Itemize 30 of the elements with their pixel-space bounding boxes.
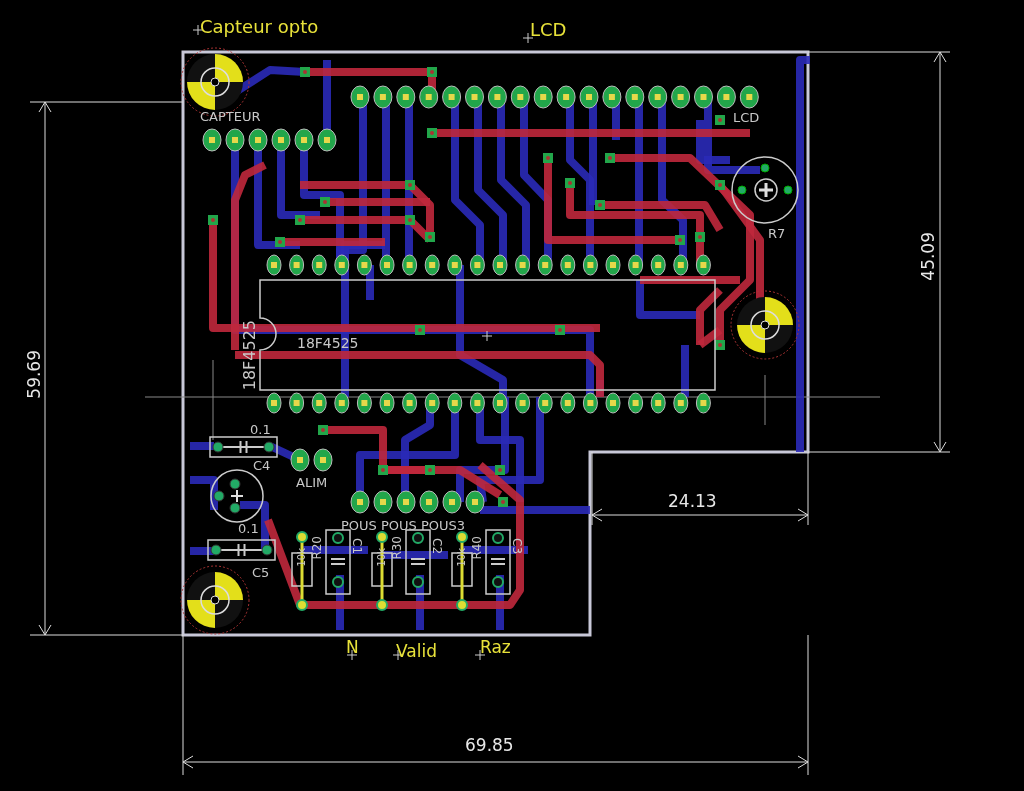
component-label: POUS3 (421, 519, 466, 532)
dimension-value: 45.09 (919, 232, 937, 281)
button-label: N (346, 639, 359, 656)
component-label: CAPTEUR (200, 110, 261, 123)
component-label: C3 (511, 538, 523, 554)
component-label: LCD (733, 111, 760, 124)
value-label: 10k (377, 548, 387, 567)
component-label: Capteur opto (200, 18, 319, 36)
component-label: C4 (253, 459, 271, 472)
chip-label: 18F4525 (242, 320, 258, 391)
value-label: 10k (457, 548, 467, 567)
button-label: Raz (480, 639, 511, 656)
value-label: 0.1 (238, 522, 259, 535)
dimension-value: 59.69 (25, 350, 43, 399)
component-label: C5 (252, 566, 270, 579)
component-label: R7 (768, 227, 786, 240)
component-label: R20 (311, 536, 323, 560)
value-label: 0.1 (250, 423, 271, 436)
component-label: LCD (530, 21, 567, 39)
value-label: 10k (297, 548, 307, 567)
component-label: C1 (351, 538, 363, 554)
dimension-value: 24.13 (668, 493, 717, 510)
component-label: POUS (381, 519, 417, 532)
component-label: R30 (391, 536, 403, 560)
component-label: ALIM (296, 476, 328, 489)
component-label: R40 (471, 536, 483, 560)
button-label: Valid (396, 643, 437, 660)
component-label: POUS (341, 519, 377, 532)
component-label: C2 (431, 538, 443, 554)
dimension-value: 69.85 (465, 737, 514, 754)
